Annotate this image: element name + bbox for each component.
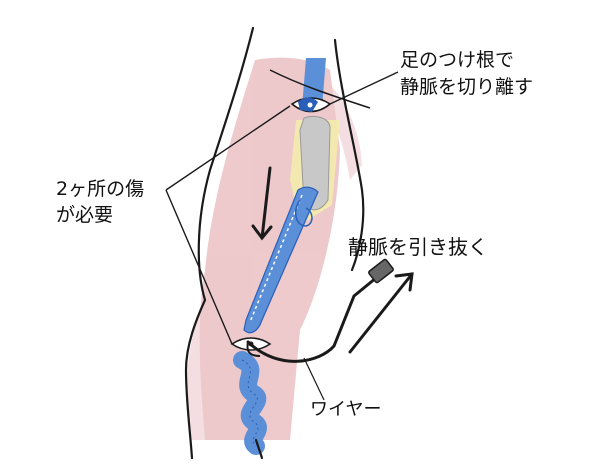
strip-vein-label: 静脈を引き抜く — [348, 235, 488, 259]
wound-leader-lines — [165, 105, 291, 345]
stripped-vein-dash — [249, 194, 303, 323]
vein-knot — [294, 199, 313, 227]
wire-label: ワイヤー — [310, 399, 382, 420]
stripping-wire — [246, 276, 378, 363]
wire-handle-icon — [368, 258, 394, 284]
up-right-arrow-icon — [348, 272, 414, 354]
vein-upper — [302, 58, 326, 108]
wire-stub — [246, 341, 261, 357]
groin-incision-line — [269, 69, 371, 109]
leg-outline — [184, 26, 365, 460]
cut-label-line2: 静脈を切り離す — [400, 76, 534, 98]
wounds-label-line1: 2ヶ所の傷 — [56, 178, 145, 200]
down-arrow-icon — [251, 166, 273, 241]
varicose-vein-outline — [241, 359, 259, 447]
cut-label-line1: 足のつけ根で — [400, 49, 515, 71]
cut-leader-line — [329, 71, 399, 105]
wire-leader-line — [303, 357, 325, 401]
wounds-label-line2: が必要 — [56, 204, 114, 226]
